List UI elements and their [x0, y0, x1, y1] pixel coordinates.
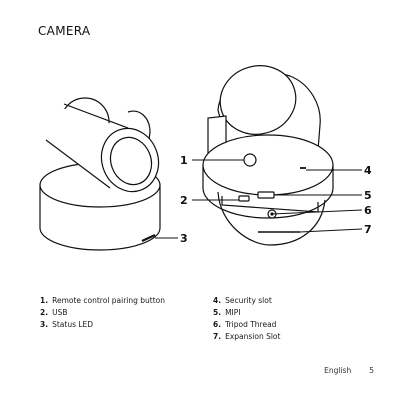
legend-right: 4.Security slot 5.MIPI 6.Tripod Thread 7…: [213, 295, 280, 343]
legend-left: 1.Remote control pairing button 2.USB 3.…: [40, 295, 165, 331]
page-title: CAMERA: [38, 24, 91, 38]
callout-3: 3: [180, 232, 188, 245]
legend-item: 6.Tripod Thread: [213, 320, 277, 329]
callout-6: 6: [364, 204, 372, 217]
callout-lines: [155, 159, 363, 239]
rear-base-top: [202, 134, 334, 196]
legend-item: 4.Security slot: [213, 296, 272, 305]
callout-numbers: 1 2 3 4 5 6 7: [180, 154, 372, 245]
lens-inner: [109, 136, 153, 186]
callout-1: 1: [180, 154, 188, 167]
callout-7: 7: [364, 223, 372, 236]
legend-item: 5.MIPI: [213, 308, 241, 317]
page-footer: English 5: [324, 366, 374, 375]
page-number: 5: [369, 366, 374, 375]
callout-5: 5: [364, 189, 372, 202]
legend-item: 1.Remote control pairing button: [40, 296, 166, 305]
mipi-port: [257, 191, 275, 199]
status-led: [141, 234, 156, 242]
camera-rear-view: [202, 65, 334, 246]
callout-2: 2: [180, 194, 188, 207]
callout-4: 4: [364, 164, 372, 177]
legend-item: 7.Expansion Slot: [213, 332, 281, 341]
legend-item: 3.Status LED: [40, 320, 94, 329]
pairing-button: [243, 153, 257, 167]
underside-recess: [217, 191, 326, 246]
camera-front-view: [39, 97, 161, 251]
legend-item: 2.USB: [40, 308, 68, 317]
usb-port: [238, 195, 250, 202]
footer-language: English: [324, 366, 352, 375]
